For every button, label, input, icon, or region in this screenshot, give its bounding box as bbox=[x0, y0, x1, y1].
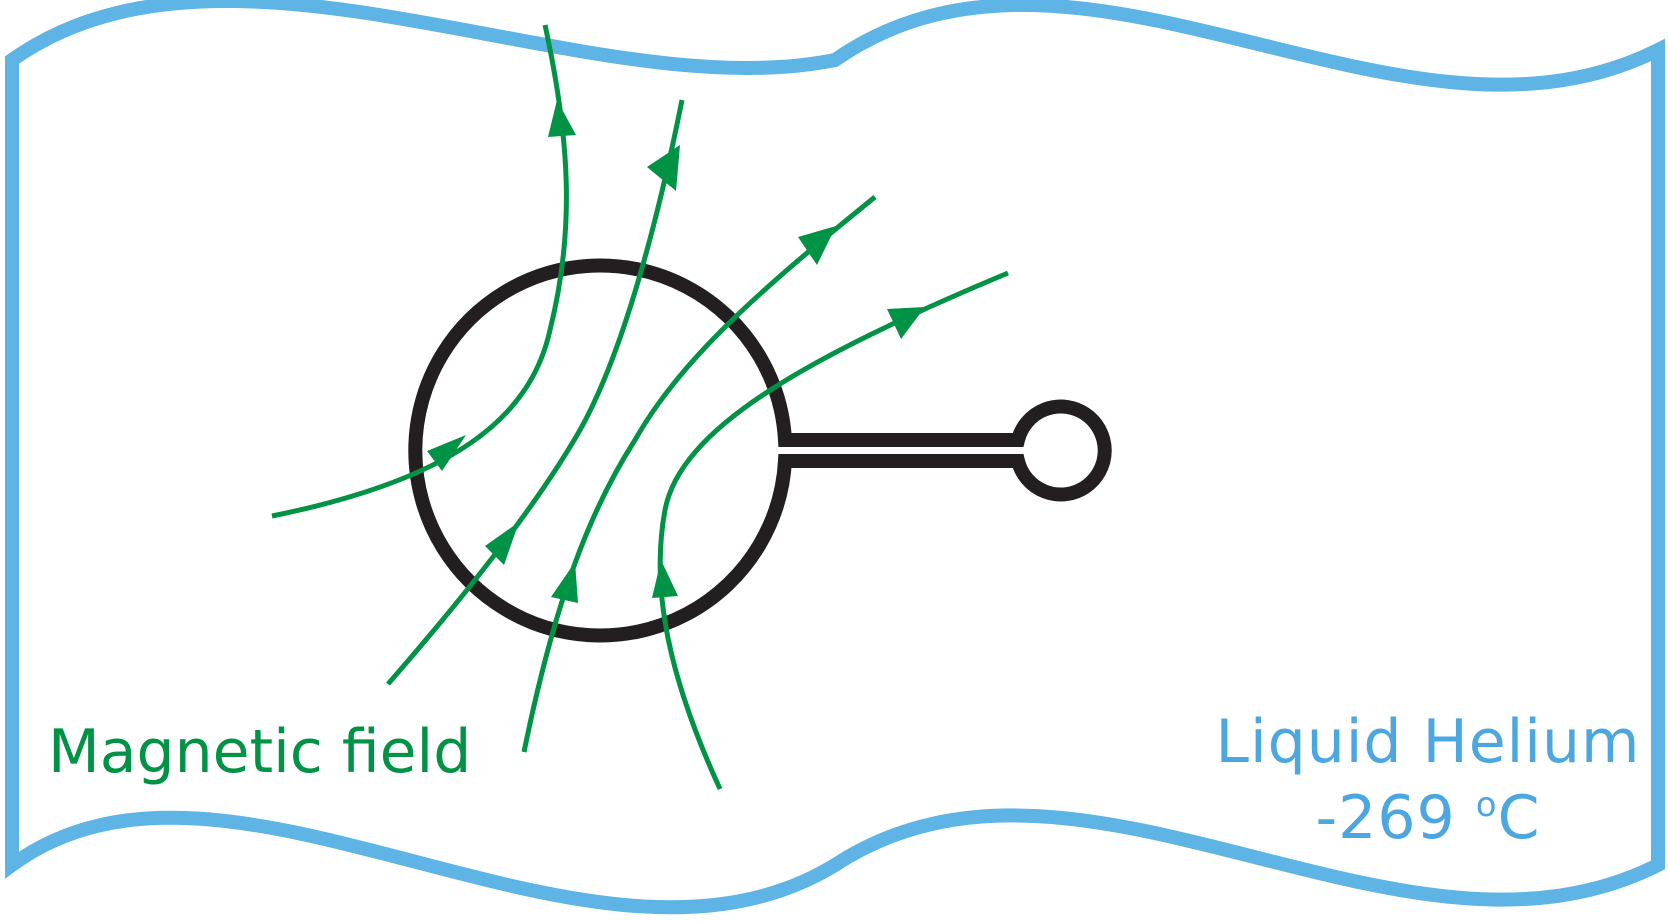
field-arrows bbox=[427, 100, 925, 603]
helium-label: Liquid Helium -269 oC bbox=[1200, 712, 1656, 848]
temperature-unit: C bbox=[1497, 783, 1541, 853]
temperature-value: -269 bbox=[1315, 783, 1476, 853]
magnetic-field-lines bbox=[271, 24, 1009, 791]
arrow-1a bbox=[427, 435, 466, 471]
helium-temperature-label: -269 oC bbox=[1200, 788, 1656, 848]
helium-name-label: Liquid Helium bbox=[1215, 707, 1641, 777]
arrow-2a bbox=[485, 522, 519, 565]
field-line-4 bbox=[657, 270, 1009, 791]
squid-ring bbox=[408, 258, 1112, 643]
squid-loop bbox=[408, 258, 1112, 643]
field-line-3 bbox=[521, 195, 877, 753]
degree-symbol: o bbox=[1475, 785, 1498, 825]
arrow-3b bbox=[798, 226, 836, 265]
helium-container bbox=[4, 0, 1665, 915]
arrow-1b bbox=[548, 100, 576, 137]
magnetic-field-label: Magnetic field bbox=[48, 717, 472, 787]
arrow-4b bbox=[887, 307, 925, 339]
container-outline bbox=[4, 0, 1665, 915]
arrow-2b bbox=[647, 145, 680, 191]
field-line-2 bbox=[386, 99, 685, 686]
arrow-3a bbox=[551, 562, 578, 603]
arrow-4a bbox=[652, 560, 678, 598]
